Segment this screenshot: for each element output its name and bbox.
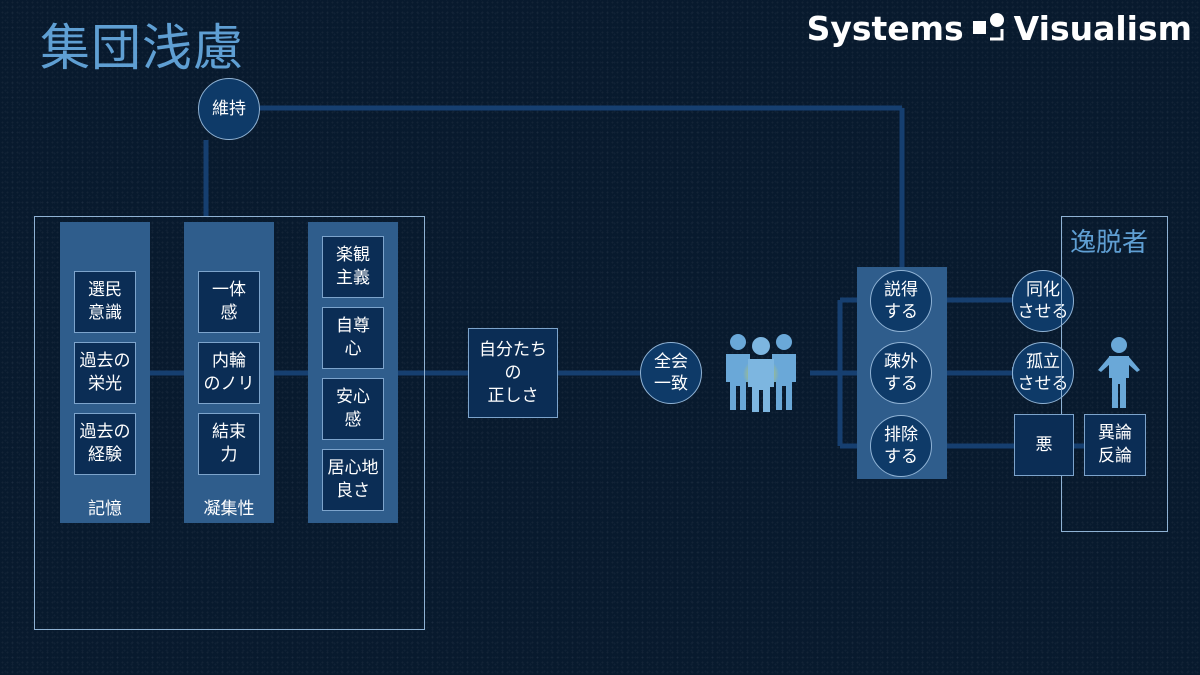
- righteousness-node: 自分たち の 正しさ: [468, 328, 558, 418]
- comfort-item-coziness: 居心地 良さ: [322, 449, 384, 511]
- cohesion-item-unity: 一体 感: [198, 271, 260, 333]
- memory-item-past-experience: 過去の 経験: [74, 413, 136, 475]
- cohesion-label: 凝集性: [203, 499, 255, 519]
- brand-logo: Systems Visualism: [800, 6, 1192, 50]
- cohesion-item-solidarity: 結束 力: [198, 413, 260, 475]
- brand-left-text: Systems: [806, 8, 964, 48]
- comfort-item-security: 安心 感: [322, 378, 384, 440]
- assimilate-node: 同化 させる: [1012, 270, 1074, 332]
- person-shrug-icon: [1098, 337, 1140, 408]
- group-frame: [34, 216, 425, 630]
- maintain-node: 維持: [198, 78, 260, 140]
- alienate-node: 疎外 する: [870, 342, 932, 404]
- cohesion-item-insider-vibe: 内輪 のノリ: [198, 342, 260, 404]
- memory-item-past-glory: 過去の 栄光: [74, 342, 136, 404]
- group-people-icon: [726, 334, 796, 412]
- isolate-node: 孤立 させる: [1012, 342, 1074, 404]
- memory-label: 記憶: [88, 499, 122, 519]
- deviant-frame: [1061, 216, 1168, 532]
- exclude-node: 排除 する: [870, 415, 932, 477]
- brand-right-text: Visualism: [1013, 8, 1192, 48]
- evil-node: 悪: [1014, 414, 1074, 476]
- persuade-node: 説得 する: [870, 270, 932, 332]
- comfort-item-self-esteem: 自尊 心: [322, 307, 384, 369]
- systems-visualism-logo-icon: [972, 11, 1006, 45]
- memory-item-elitism: 選民 意識: [74, 271, 136, 333]
- deviant-title: 逸脱者: [1070, 228, 1149, 258]
- page-title: 集団浅慮: [40, 19, 244, 77]
- consensus-node: 全会 一致: [640, 342, 702, 404]
- comfort-item-optimism: 楽観 主義: [322, 236, 384, 298]
- dissent-node: 異論 反論: [1084, 414, 1146, 476]
